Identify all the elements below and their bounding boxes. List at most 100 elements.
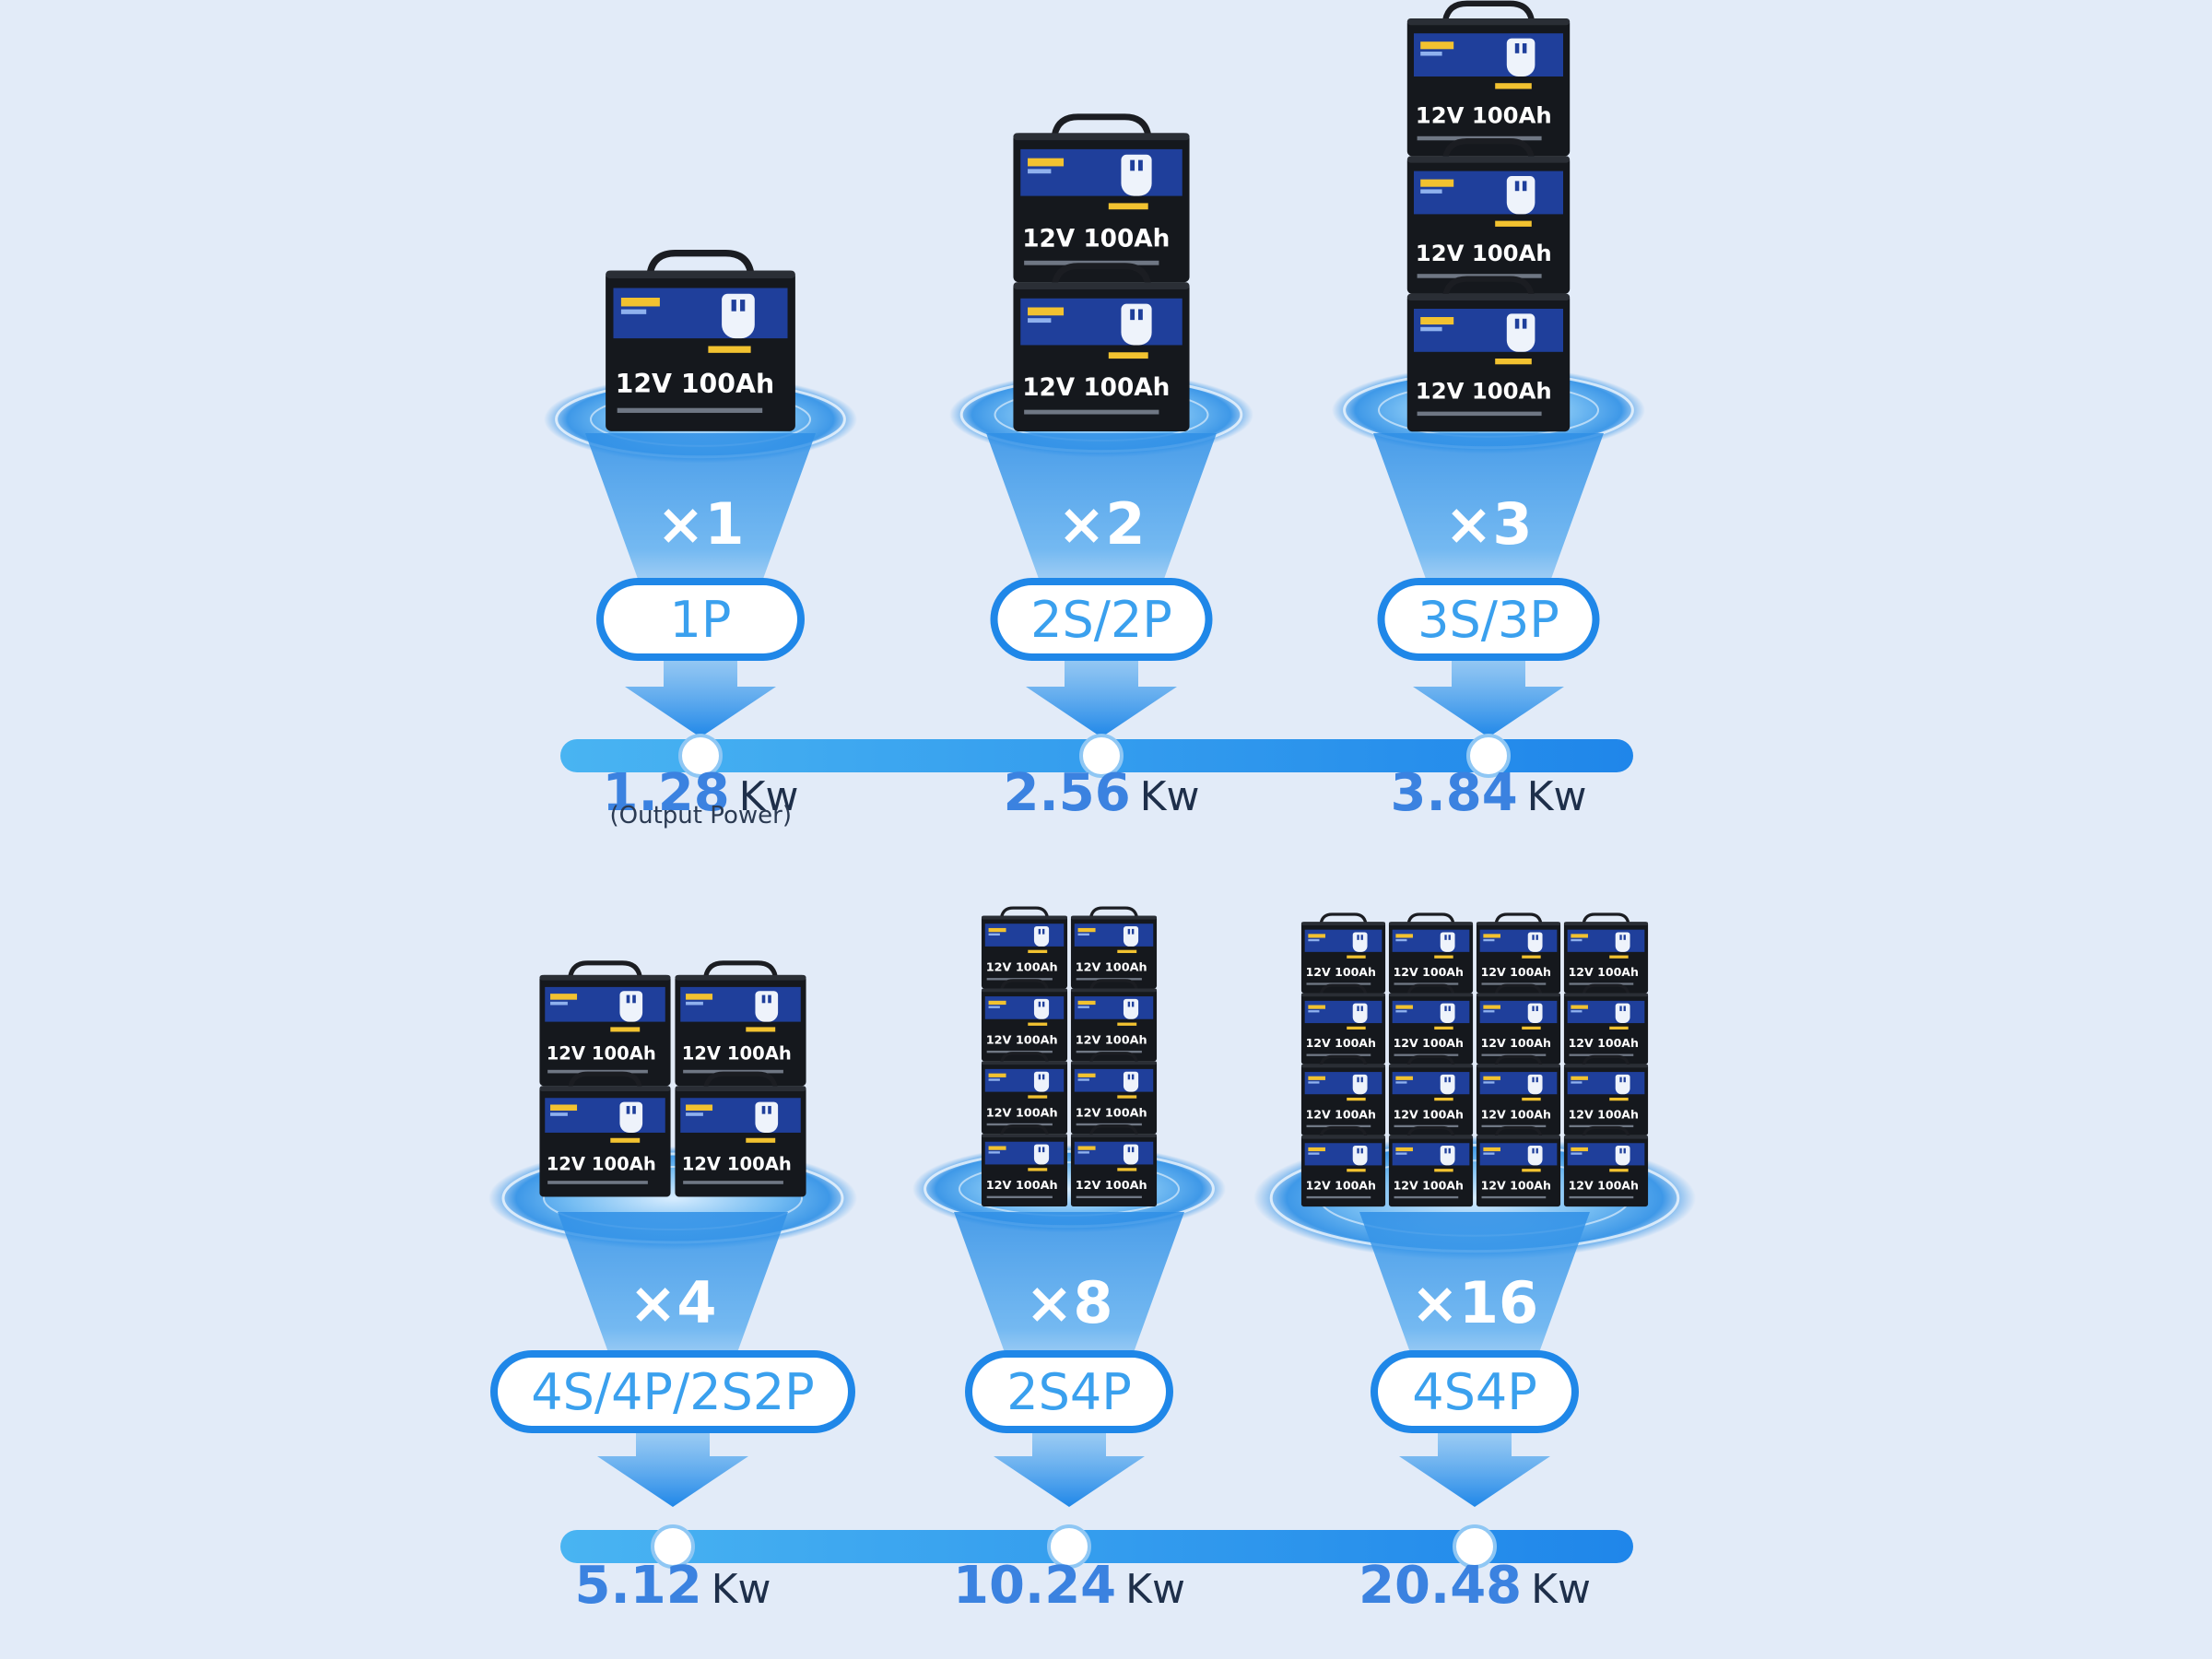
battery-icon: 12V 100Ah bbox=[1388, 983, 1474, 1065]
battery-icon: 12V 100Ah bbox=[981, 1052, 1068, 1135]
battery-icon: 12V 100Ah bbox=[1563, 1054, 1649, 1136]
multiplier-label: ×1 bbox=[656, 490, 744, 558]
battery-label: 12V 100Ah bbox=[1076, 1179, 1147, 1193]
power-scale-bar bbox=[560, 1530, 1633, 1563]
battery-icon: 12V 100Ah bbox=[1300, 983, 1386, 1065]
multiplier-label: ×16 bbox=[1411, 1269, 1538, 1336]
power-number: 3.84 bbox=[1390, 763, 1518, 823]
down-arrow-icon bbox=[597, 1424, 748, 1507]
battery-icon: 12V 100Ah bbox=[981, 906, 1068, 990]
power-unit: Kw bbox=[1139, 773, 1200, 820]
battery-label: 12V 100Ah bbox=[1481, 1107, 1551, 1121]
battery-label: 12V 100Ah bbox=[682, 1042, 792, 1064]
config-label: 3S/3P bbox=[1418, 591, 1559, 649]
battery-label: 12V 100Ah bbox=[682, 1154, 792, 1175]
battery-icon: 12V 100Ah bbox=[675, 1074, 806, 1196]
battery-label: 12V 100Ah bbox=[986, 961, 1058, 975]
battery-label: 12V 100Ah bbox=[1306, 1036, 1376, 1050]
battery-label: 12V 100Ah bbox=[1076, 1106, 1147, 1120]
battery-label: 12V 100Ah bbox=[1569, 1107, 1639, 1121]
scale-marker bbox=[1079, 734, 1124, 778]
battery-label: 12V 100Ah bbox=[1306, 965, 1376, 979]
battery-label: 12V 100Ah bbox=[1022, 374, 1170, 402]
down-arrow-icon bbox=[1413, 645, 1564, 737]
battery-icon: 12V 100Ah bbox=[1388, 1125, 1474, 1207]
multiplier-label: ×3 bbox=[1444, 490, 1532, 558]
battery-label: 12V 100Ah bbox=[1306, 1107, 1376, 1121]
power-number: 10.24 bbox=[953, 1556, 1117, 1616]
battery-icon: 12V 100Ah bbox=[675, 963, 806, 1086]
power-number: 1.28 bbox=[602, 763, 730, 823]
battery-label: 12V 100Ah bbox=[1076, 1033, 1147, 1047]
battery-icon: 12V 100Ah bbox=[1300, 1054, 1386, 1136]
scale-marker bbox=[678, 734, 723, 778]
multiplier-label: ×8 bbox=[1025, 1269, 1112, 1336]
battery-icon: 12V 100Ah bbox=[1476, 1125, 1561, 1207]
battery-label: 12V 100Ah bbox=[1416, 377, 1552, 404]
battery-label: 12V 100Ah bbox=[616, 369, 775, 399]
battery-label: 12V 100Ah bbox=[1569, 1179, 1639, 1193]
down-arrow-icon bbox=[994, 1424, 1145, 1507]
battery-label: 12V 100Ah bbox=[1569, 965, 1639, 979]
battery-label: 12V 100Ah bbox=[1481, 1179, 1551, 1193]
battery-icon: 12V 100Ah bbox=[1070, 1124, 1158, 1207]
scale-marker bbox=[651, 1524, 695, 1569]
config-pill: 3S/3P bbox=[1377, 578, 1600, 661]
battery-icon: 12V 100Ah bbox=[1388, 1054, 1474, 1136]
scale-marker bbox=[1047, 1524, 1091, 1569]
config-pill: 4S/4P/2S2P bbox=[490, 1350, 855, 1433]
battery-icon: 12V 100Ah bbox=[1563, 983, 1649, 1065]
battery-label: 12V 100Ah bbox=[1076, 961, 1147, 975]
battery-icon: 12V 100Ah bbox=[1476, 912, 1561, 994]
battery-label: 12V 100Ah bbox=[1416, 240, 1552, 266]
multiplier-label: ×2 bbox=[1057, 490, 1145, 558]
power-unit: Kw bbox=[1531, 1566, 1591, 1613]
battery-icon: 12V 100Ah bbox=[1013, 117, 1189, 282]
battery-label: 12V 100Ah bbox=[986, 1033, 1058, 1047]
battery-icon: 12V 100Ah bbox=[1407, 141, 1570, 294]
power-number: 20.48 bbox=[1359, 1556, 1523, 1616]
battery-icon: 12V 100Ah bbox=[981, 1124, 1068, 1207]
battery-icon: 12V 100Ah bbox=[1070, 906, 1158, 990]
output-power-note: (Output Power) bbox=[609, 802, 792, 830]
battery-icon: 12V 100Ah bbox=[1407, 279, 1570, 432]
scale-marker bbox=[1466, 734, 1511, 778]
config-label: 2S/2P bbox=[1030, 591, 1172, 649]
battery-icon: 12V 100Ah bbox=[1388, 912, 1474, 994]
power-unit: Kw bbox=[1125, 1566, 1185, 1613]
battery-icon: 12V 100Ah bbox=[981, 979, 1068, 1063]
battery-label: 12V 100Ah bbox=[1481, 1036, 1551, 1050]
battery-label: 12V 100Ah bbox=[1394, 965, 1464, 979]
battery-icon: 12V 100Ah bbox=[606, 253, 795, 431]
scale-marker bbox=[1453, 1524, 1497, 1569]
config-pill: 2S/2P bbox=[990, 578, 1213, 661]
down-arrow-icon bbox=[1026, 645, 1177, 737]
down-arrow-icon bbox=[1399, 1424, 1550, 1507]
config-pill: 4S4P bbox=[1371, 1350, 1579, 1433]
config-label: 2S4P bbox=[1006, 1363, 1132, 1421]
power-number: 5.12 bbox=[574, 1556, 702, 1616]
battery-icon: 12V 100Ah bbox=[1563, 912, 1649, 994]
battery-label: 12V 100Ah bbox=[1569, 1036, 1639, 1050]
power-number: 2.56 bbox=[1003, 763, 1131, 823]
battery-label: 12V 100Ah bbox=[547, 1154, 656, 1175]
power-unit: Kw bbox=[738, 773, 799, 820]
battery-icon: 12V 100Ah bbox=[1476, 1054, 1561, 1136]
power-unit: Kw bbox=[711, 1566, 771, 1613]
power-unit: Kw bbox=[1526, 773, 1587, 820]
battery-icon: 12V 100Ah bbox=[1013, 266, 1189, 431]
config-label: 4S4P bbox=[1412, 1363, 1537, 1421]
battery-icon: 12V 100Ah bbox=[1300, 1125, 1386, 1207]
battery-icon: 12V 100Ah bbox=[539, 1074, 670, 1196]
battery-icon: 12V 100Ah bbox=[1070, 979, 1158, 1063]
battery-label: 12V 100Ah bbox=[1481, 965, 1551, 979]
battery-icon: 12V 100Ah bbox=[1407, 4, 1570, 157]
config-label: 4S/4P/2S2P bbox=[531, 1363, 815, 1421]
battery-label: 12V 100Ah bbox=[986, 1179, 1058, 1193]
